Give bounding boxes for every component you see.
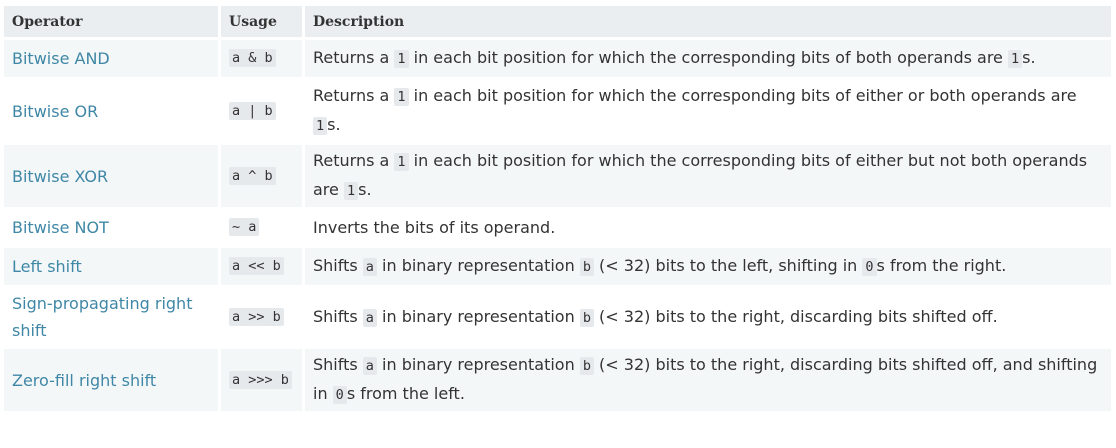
description-text: Inverts the bits of its operand.: [313, 218, 556, 237]
usage-cell: a | b: [221, 80, 305, 145]
operator-cell: Bitwise AND: [4, 40, 221, 80]
description-text: Shifts: [313, 306, 363, 326]
operator-cell: Bitwise XOR: [4, 145, 221, 210]
usage-code: ~ a: [229, 218, 260, 236]
description-text: Shifts: [313, 256, 363, 275]
inline-code: b: [579, 308, 594, 327]
inline-code: a: [362, 258, 377, 276]
description-text: s.: [1022, 48, 1036, 67]
operator-link[interactable]: Bitwise NOT: [12, 218, 109, 237]
inline-code: 0: [332, 386, 347, 404]
inline-code: 1: [313, 117, 328, 135]
description-cell: Shifts a in binary representation b (< 3…: [305, 349, 1114, 414]
description-text: s from the right.: [876, 256, 1007, 275]
operator-cell: Zero-fill right shift: [4, 349, 221, 414]
usage-cell: a << b: [221, 248, 305, 288]
description-cell: Returns a 1 in each bit position for whi…: [305, 80, 1114, 145]
operator-link[interactable]: Left shift: [12, 257, 82, 276]
description-text: (< 32) bits to the left, shifting in: [593, 256, 863, 275]
header-description: Description: [305, 6, 1114, 40]
description-text: in binary representation: [376, 355, 580, 374]
inline-code: 1: [1007, 50, 1023, 68]
usage-code: a & b: [229, 49, 276, 67]
inline-code: a: [362, 308, 377, 327]
operator-link[interactable]: Zero-fill right shift: [12, 370, 157, 390]
operator-link[interactable]: Sign-propagating right shift: [12, 294, 193, 340]
description-cell: Shifts a in binary representation b (< 3…: [305, 248, 1114, 288]
description-text: in binary representation: [376, 256, 580, 275]
description-text: s.: [358, 180, 372, 199]
table-row: Bitwise XOR a ^ b Returns a 1 in each bit …: [4, 145, 1114, 210]
table-row: Sign-propagating right shift a >> b Shifts…: [4, 288, 1114, 349]
description-text: in binary representation: [376, 306, 580, 326]
table-header-row: Operator Usage Description: [4, 6, 1114, 40]
inline-code: 1: [343, 182, 359, 200]
table-row: Bitwise AND a & b Returns a 1 in each bit …: [4, 40, 1114, 80]
usage-code: a >>> b: [229, 370, 292, 389]
usage-code: a | b: [229, 101, 276, 120]
usage-cell: a ^ b: [221, 145, 305, 210]
description-text: in each bit position for which the corre…: [408, 86, 1077, 105]
operator-cell: Bitwise OR: [4, 80, 221, 145]
description-cell: Shifts a in binary representation b (< 3…: [305, 288, 1114, 349]
table-row: Bitwise OR a | b Returns a 1 in each bit p…: [4, 80, 1114, 145]
description-text: in each bit position for which the corre…: [313, 151, 1088, 199]
inline-code: 0: [862, 258, 877, 276]
description-text: Returns a: [313, 48, 395, 67]
description-cell: Inverts the bits of its operand.: [305, 210, 1114, 248]
usage-code: a ^ b: [229, 166, 276, 185]
usage-code: a >> b: [229, 307, 284, 326]
operator-link[interactable]: Bitwise XOR: [12, 166, 109, 186]
table-row: Left shift a << b Shifts a in binary repre…: [4, 248, 1114, 288]
description-cell: Returns a 1 in each bit position for whi…: [305, 145, 1114, 210]
description-text: (< 32) bits to the right, discarding bit…: [313, 355, 1098, 403]
bitwise-operators-table: Operator Usage Description Bitwise AND a …: [4, 6, 1114, 414]
description-text: s.: [327, 115, 341, 134]
operator-cell: Sign-propagating right shift: [4, 288, 221, 349]
table-row: Zero-fill right shift a >>> b Shifts a in …: [4, 349, 1114, 414]
inline-code: 1: [394, 153, 409, 171]
description-cell: Returns a 1 in each bit position for whi…: [305, 40, 1114, 80]
operator-link[interactable]: Bitwise OR: [12, 101, 99, 121]
header-operator: Operator: [4, 6, 221, 40]
usage-cell: ~ a: [221, 210, 305, 248]
description-text: (< 32) bits to the right, discarding bit…: [593, 306, 998, 326]
description-text: Returns a: [313, 151, 395, 170]
usage-code: a << b: [229, 257, 284, 275]
inline-code: 1: [394, 88, 409, 106]
inline-code: a: [362, 357, 377, 375]
usage-cell: a >>> b: [221, 349, 305, 414]
description-text: s from the left.: [346, 384, 465, 403]
description-text: in each bit position for which the corre…: [408, 48, 1008, 67]
description-text: Returns a: [313, 86, 395, 105]
inline-code: b: [579, 357, 594, 375]
inline-code: b: [579, 258, 594, 276]
inline-code: 1: [394, 50, 409, 68]
usage-cell: a & b: [221, 40, 305, 80]
operator-link[interactable]: Bitwise AND: [12, 49, 110, 68]
operator-cell: Bitwise NOT: [4, 210, 221, 248]
usage-cell: a >> b: [221, 288, 305, 349]
description-text: Shifts: [313, 355, 363, 374]
table-body: Bitwise AND a & b Returns a 1 in each bit …: [4, 40, 1114, 414]
operator-cell: Left shift: [4, 248, 221, 288]
header-usage: Usage: [221, 6, 305, 40]
table-row: Bitwise NOT ~ a Inverts the bits of its op…: [4, 210, 1114, 248]
